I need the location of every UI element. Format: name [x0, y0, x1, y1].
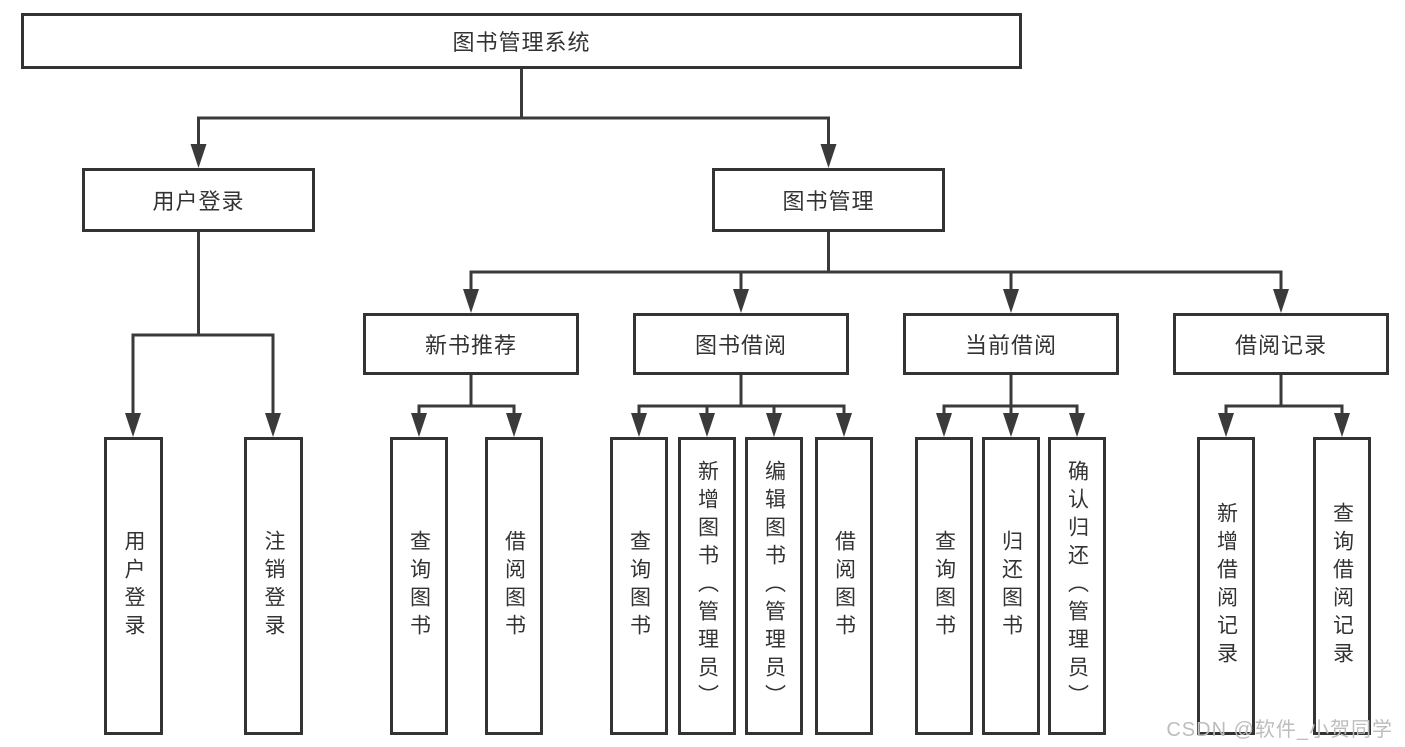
leaf-confirm-return-admin: 确认归还（管理员）: [1048, 437, 1106, 735]
node-book-management-module: 图书管理: [712, 168, 945, 232]
leaf-borrow-books: 借阅图书: [815, 437, 873, 735]
leaf-return-books: 归还图书: [982, 437, 1040, 735]
node-borrow-records: 借阅记录: [1173, 313, 1389, 375]
leaf-edit-books-admin: 编辑图书（管理员）: [745, 437, 803, 735]
leaf-user-login: 用户登录: [104, 437, 163, 735]
leaf-add-books-admin: 新增图书（管理员）: [678, 437, 736, 735]
watermark: CSDN @软件_小贺同学: [1166, 719, 1393, 741]
node-current-borrow: 当前借阅: [903, 313, 1119, 375]
node-library-management-system: 图书管理系统: [21, 13, 1022, 69]
arrowhead-icons: [125, 144, 1350, 437]
leaf-logout: 注销登录: [244, 437, 303, 735]
leaf-query-books-current: 查询图书: [915, 437, 973, 735]
node-user-login-module: 用户登录: [82, 168, 315, 232]
leaf-query-borrow-record: 查询借阅记录: [1313, 437, 1371, 735]
node-book-borrow: 图书借阅: [633, 313, 849, 375]
node-new-book-recommend: 新书推荐: [363, 313, 579, 375]
leaf-query-books-borrow: 查询图书: [610, 437, 668, 735]
leaf-query-books-recommend: 查询图书: [390, 437, 448, 735]
leaf-borrow-books-recommend: 借阅图书: [485, 437, 543, 735]
leaf-add-borrow-record: 新增借阅记录: [1197, 437, 1255, 735]
